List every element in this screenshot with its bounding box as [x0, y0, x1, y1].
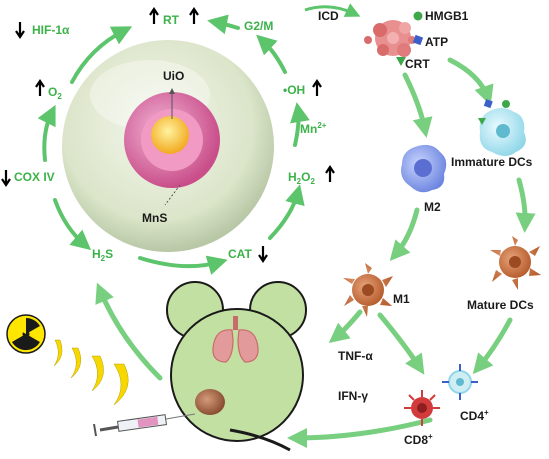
o2-group: O2 [35, 79, 62, 101]
down-arrow-icon [1, 170, 11, 187]
hmgb1-label: HMGB1 [425, 9, 469, 23]
up-arrow-icon [312, 79, 322, 96]
cox-label: COX IV [14, 170, 55, 184]
o2-label: O2 [48, 85, 62, 101]
arrow-o2-rt [70, 26, 133, 84]
lungs-icon [212, 316, 259, 363]
mature-dc-label: Mature DCs [467, 298, 534, 312]
m1-cell [343, 263, 393, 317]
m2-label: M2 [424, 200, 441, 214]
oh-label: •OH [283, 83, 305, 97]
crt-icon [396, 57, 406, 66]
arrow-mouse-cell [95, 282, 163, 381]
h2o2-group: H2O2 [288, 165, 335, 186]
dying-tumor-cell [364, 20, 416, 57]
cat-group: CAT [228, 246, 268, 263]
mns-label: MnS [142, 211, 167, 225]
immature-dc-label: Immature DCs [451, 155, 533, 169]
hif-label: HIF-1α [32, 23, 70, 37]
mns-pointer [164, 184, 181, 206]
uio-core [151, 116, 189, 154]
up-arrow-icon [189, 7, 199, 24]
immune-arrows [95, 57, 536, 448]
up-arrow-icon [325, 165, 335, 182]
arrow-cat-h2o2 [268, 184, 305, 240]
cycle-arrows [37, 14, 310, 275]
icd-label: ICD [318, 9, 339, 23]
cox-group: COX IV [1, 170, 55, 187]
tumor-icon [195, 389, 225, 415]
cd4-cell [442, 364, 478, 400]
h2o2-label: H2O2 [288, 170, 315, 186]
atp-label: ATP [425, 35, 448, 49]
up-arrow-icon [35, 79, 45, 96]
arrow-oh-g2m [256, 34, 287, 74]
arrow-m1-tcells [377, 312, 425, 375]
arrow-to-icd [304, 3, 361, 17]
rt-label: RT [163, 13, 180, 27]
arrow-g2m-rt [207, 14, 240, 35]
syringe-icon [93, 413, 196, 437]
rt-group: RT [149, 7, 199, 27]
cd8-label: CD8+ [404, 432, 433, 447]
radiation-icon [6, 314, 46, 354]
cat-label: CAT [228, 247, 252, 261]
h2s-label: H2S [92, 247, 113, 263]
hif-group: HIF-1α [15, 22, 70, 39]
arrow-mn-oh [290, 102, 310, 147]
arrow-icd-m2 [402, 72, 433, 138]
cd4-label: CD4+ [460, 408, 489, 423]
mouse-tail [229, 428, 291, 452]
crt-label: CRT [405, 57, 430, 71]
arrow-cox-h2s [53, 198, 92, 251]
arrow-cox-o2 [37, 104, 56, 162]
arrow-h2s-cat [138, 255, 228, 275]
arrow-immature-mature [515, 177, 536, 233]
down-arrow-icon [258, 246, 268, 263]
uio-label: UiO [163, 69, 184, 83]
immature-dc-cell [478, 99, 526, 156]
radiation-waves [53, 339, 129, 406]
cd8-cell [404, 390, 440, 426]
oh-group: •OH [283, 79, 322, 97]
arrow-m2-m1 [389, 207, 420, 262]
m2-cell [401, 144, 447, 193]
g2m-label: G2/M [244, 19, 273, 33]
mn-label: Mn2+ [300, 121, 327, 136]
arrow-tcells-mouse [287, 417, 433, 448]
ifn-label: IFN-γ [338, 389, 368, 403]
down-arrow-icon [15, 22, 25, 39]
mature-dc-cell [490, 236, 541, 290]
arrow-icd-immature [447, 57, 494, 106]
up-arrow-icon [149, 7, 159, 24]
mouse-illustration [166, 281, 307, 442]
arrow-mature-tcells [472, 317, 513, 375]
m1-label: M1 [393, 292, 410, 306]
arrow-m1-mouse [328, 309, 363, 343]
atp-icon [412, 34, 424, 46]
hmgb1-icon [413, 11, 423, 21]
uio-pointer-head [169, 88, 175, 94]
tnf-label: TNF-α [338, 349, 373, 363]
